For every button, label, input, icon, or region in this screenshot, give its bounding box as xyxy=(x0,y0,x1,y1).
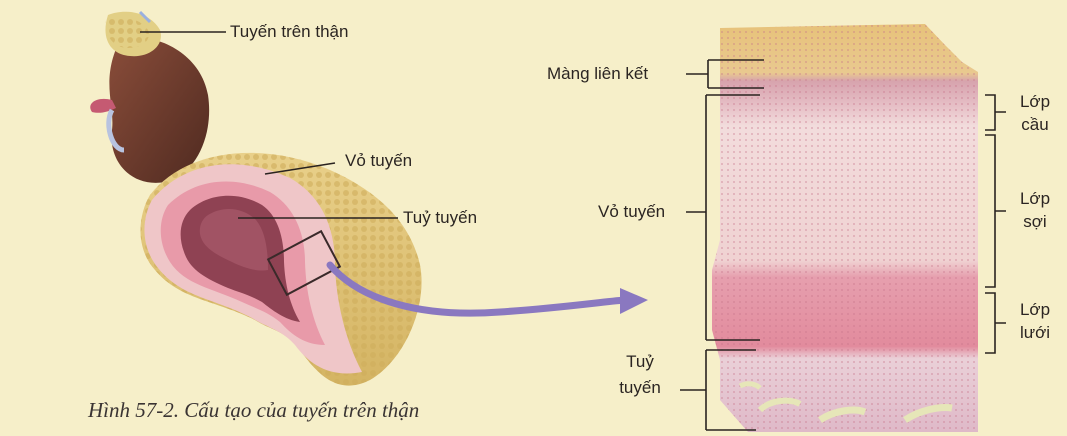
adrenal-cross-section xyxy=(140,153,421,386)
kidney-illustration xyxy=(90,12,209,183)
cortex-label-left: Vỏ tuyến xyxy=(345,151,412,171)
zona-reticularis-label-line1: Lớp xyxy=(1010,300,1060,320)
adrenal-gland-label: Tuyến trên thận xyxy=(230,22,348,42)
cortex-label-right: Vỏ tuyến xyxy=(598,202,665,222)
zona-reticularis-label-line2: lưới xyxy=(1010,323,1060,343)
capsule-label: Màng liên kết xyxy=(547,64,648,84)
medulla-label-right-line1: Tuỷ xyxy=(610,352,670,372)
medulla-label-right-line2: tuyến xyxy=(610,378,670,398)
zona-glomerulosa-label-line2: cầu xyxy=(1010,115,1060,135)
tissue-section xyxy=(712,24,978,432)
zona-fasciculata-label-line1: Lớp xyxy=(1010,189,1060,209)
zona-glomerulosa-label-line1: Lớp xyxy=(1010,92,1060,112)
figure-caption: Hình 57-2. Cấu tạo của tuyến trên thận xyxy=(88,398,419,423)
zona-fasciculata-label-line2: sợi xyxy=(1010,212,1060,232)
medulla-label-left: Tuỷ tuyến xyxy=(403,208,477,228)
